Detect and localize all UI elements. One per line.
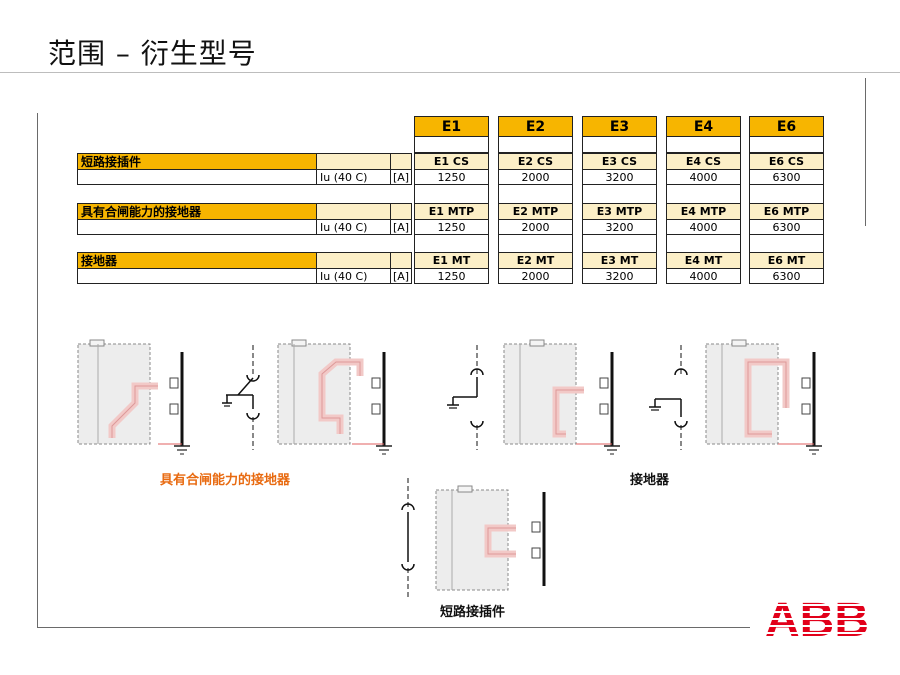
model-cell: E2 MT xyxy=(498,252,573,269)
unit-label: [A] xyxy=(390,219,412,235)
earthing-making-symbol xyxy=(222,345,260,450)
frame-left-line xyxy=(37,113,38,627)
category-param-fill xyxy=(316,153,391,170)
value-cell: 2000 xyxy=(498,169,573,185)
header-e3: E3 xyxy=(582,116,657,137)
unit-label: [A] xyxy=(390,169,412,185)
header-spacer-e3 xyxy=(582,136,657,153)
model-cell: E1 MTP xyxy=(414,203,489,220)
earthing-making-cradle-drawing xyxy=(277,339,392,455)
group-spacer xyxy=(749,184,824,204)
category-param-fill xyxy=(316,252,391,269)
header-e6: E6 xyxy=(749,116,824,137)
frame-right-line xyxy=(865,78,866,226)
value-cell: 6300 xyxy=(749,219,824,235)
model-cell: E2 CS xyxy=(498,153,573,170)
category-blank xyxy=(77,268,317,284)
value-cell: 4000 xyxy=(666,169,741,185)
value-cell: 3200 xyxy=(582,219,657,235)
value-cell: 1250 xyxy=(414,219,489,235)
value-cell: 3200 xyxy=(582,169,657,185)
category-blank xyxy=(77,169,317,185)
group-spacer xyxy=(498,234,573,254)
param-label: Iu (40 C) xyxy=(316,268,391,284)
model-cell: E6 CS xyxy=(749,153,824,170)
param-label: Iu (40 C) xyxy=(316,219,391,235)
category-label: 接地器 xyxy=(77,252,317,269)
earthing-symbol-left xyxy=(447,345,484,450)
caption-earthing: 接地器 xyxy=(630,473,670,488)
caption-short-circuit: 短路接插件 xyxy=(440,605,506,620)
earthing-cradle-drawing xyxy=(705,339,822,455)
header-e1: E1 xyxy=(414,116,489,137)
header-spacer-e2 xyxy=(498,136,573,153)
earthing-symbol-right xyxy=(649,345,688,450)
category-blank xyxy=(77,219,317,235)
model-cell: E1 CS xyxy=(414,153,489,170)
abb-logo-icon: ABB xyxy=(765,594,869,642)
model-cell: E4 CS xyxy=(666,153,741,170)
model-cell: E3 MTP xyxy=(582,203,657,220)
model-cell: E3 CS xyxy=(582,153,657,170)
value-cell: 2000 xyxy=(498,219,573,235)
value-cell: 1250 xyxy=(414,268,489,284)
value-cell: 2000 xyxy=(498,268,573,284)
short-circuit-symbol xyxy=(401,478,415,598)
group-spacer xyxy=(749,234,824,254)
abb-logo-text: ABB xyxy=(765,594,869,642)
header-e2: E2 xyxy=(498,116,573,137)
group-spacer xyxy=(414,234,489,254)
caption-earthing-with-making: 具有合闸能力的接地器 xyxy=(160,473,291,488)
param-label: Iu (40 C) xyxy=(316,169,391,185)
value-cell: 3200 xyxy=(582,268,657,284)
category-unit-fill xyxy=(390,203,412,220)
category-unit-fill xyxy=(390,252,412,269)
earthing-breaker-drawing xyxy=(503,339,620,455)
category-label: 具有合闸能力的接地器 xyxy=(77,203,317,220)
model-cell: E6 MTP xyxy=(749,203,824,220)
model-cell: E6 MT xyxy=(749,252,824,269)
group-spacer xyxy=(414,184,489,204)
value-cell: 6300 xyxy=(749,268,824,284)
value-cell: 4000 xyxy=(666,268,741,284)
frame-bottom-line xyxy=(37,627,750,628)
group-spacer xyxy=(666,234,741,254)
header-spacer-e6 xyxy=(749,136,824,153)
title-divider xyxy=(0,72,900,73)
group-spacer xyxy=(582,184,657,204)
category-param-fill xyxy=(316,203,391,220)
group-spacer xyxy=(666,184,741,204)
value-cell: 4000 xyxy=(666,219,741,235)
earthing-making-breaker-drawing xyxy=(77,339,190,455)
value-cell: 6300 xyxy=(749,169,824,185)
group-spacer xyxy=(498,184,573,204)
short-circuit-drawing xyxy=(435,485,546,591)
group-spacer xyxy=(582,234,657,254)
value-cell: 1250 xyxy=(414,169,489,185)
header-spacer-e4 xyxy=(666,136,741,153)
header-spacer-e1 xyxy=(414,136,489,153)
model-cell: E3 MT xyxy=(582,252,657,269)
category-unit-fill xyxy=(390,153,412,170)
model-cell: E1 MT xyxy=(414,252,489,269)
model-cell: E4 MTP xyxy=(666,203,741,220)
unit-label: [A] xyxy=(390,268,412,284)
category-label: 短路接插件 xyxy=(77,153,317,170)
model-cell: E4 MT xyxy=(666,252,741,269)
page-title: 范围 – 衍生型号 xyxy=(48,37,257,70)
header-e4: E4 xyxy=(666,116,741,137)
model-cell: E2 MTP xyxy=(498,203,573,220)
